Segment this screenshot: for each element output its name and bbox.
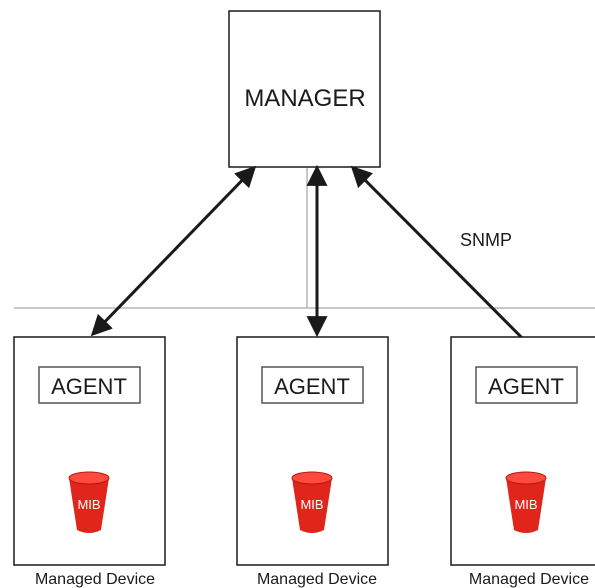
managed-device-1: AGENT MIB Managed Device xyxy=(13,336,166,588)
manager-node: MANAGER xyxy=(228,10,381,168)
mib-cylinder-icon xyxy=(291,471,333,533)
mib-cylinder-icon xyxy=(505,471,547,533)
device-caption: Managed Device xyxy=(469,571,589,588)
mib-cylinder-icon xyxy=(68,471,110,533)
managed-device-3: AGENT MIB Managed Device xyxy=(450,336,595,588)
agent-box xyxy=(38,366,141,404)
mib-label: MIB xyxy=(77,497,100,512)
arrow-manager-agent-3 xyxy=(350,165,549,365)
agent-box xyxy=(475,366,578,404)
mib-label: MIB xyxy=(300,497,323,512)
device-caption: Managed Device xyxy=(35,571,155,588)
device-caption: Managed Device xyxy=(257,571,377,588)
snmp-label: SNMP xyxy=(460,230,512,250)
managed-device-2: AGENT MIB Managed Device xyxy=(236,336,389,588)
agent-label: AGENT xyxy=(51,374,127,399)
arrow-manager-agent-1 xyxy=(90,165,257,337)
agent-label: AGENT xyxy=(274,374,350,399)
agent-box xyxy=(261,366,364,404)
manager-box xyxy=(228,10,381,168)
manager-label: MANAGER xyxy=(244,85,365,112)
mib-label: MIB xyxy=(514,497,537,512)
agent-label: AGENT xyxy=(488,374,564,399)
